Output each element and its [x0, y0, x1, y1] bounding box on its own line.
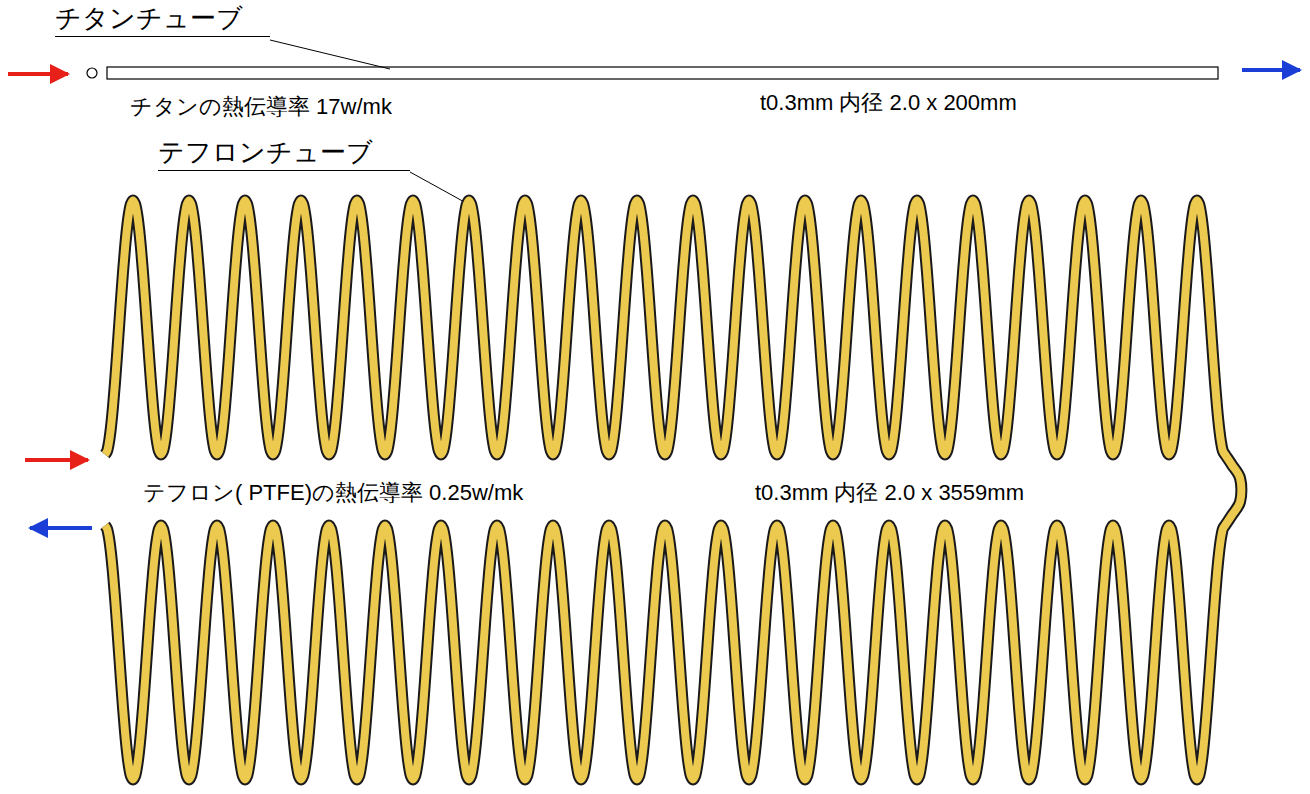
inflow-arrow: [8, 72, 68, 76]
part-name: テフロンチューブ: [158, 138, 410, 171]
property-note: テフロン( PTFE)の熱伝導率 0.25w/mk: [140, 480, 526, 505]
titanium-tube: [107, 67, 1218, 79]
outflow-arrow: [30, 526, 92, 530]
leader-line: [270, 40, 390, 69]
tube-end: [87, 68, 97, 78]
teflon-tube: [105, 201, 1241, 780]
property-note: チタンの熱伝導率 17w/mk: [130, 94, 392, 119]
outflow-arrow: [1242, 68, 1300, 72]
dimension: t0.3mm 内径 2.0 x 3559mm: [752, 480, 1027, 505]
inflow-arrow: [25, 458, 88, 462]
part-name: チタンチューブ: [55, 4, 270, 37]
dimension: t0.3mm 内径 2.0 x 200mm: [760, 90, 1017, 115]
teflon-tube-outline: [105, 201, 1241, 780]
